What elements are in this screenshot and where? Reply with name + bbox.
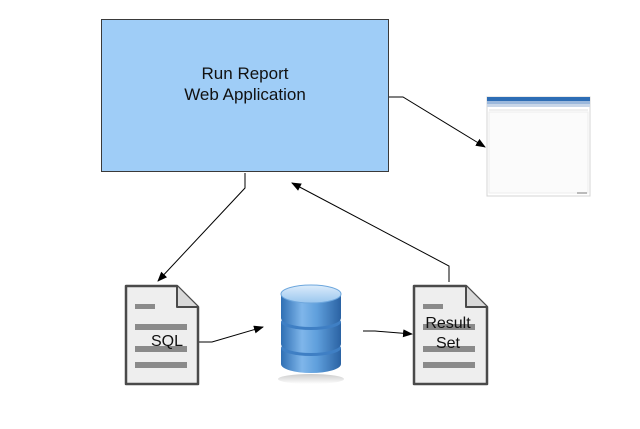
- browser-window-thumbnail: [486, 96, 591, 197]
- arrow-sql-to-database: [198, 325, 264, 343]
- web-application-box: Run Report Web Application: [101, 19, 389, 172]
- result-set-label: Result Set: [416, 314, 480, 354]
- app-box-title-line1: Run Report: [201, 63, 289, 83]
- result-set-label-line2: Set: [435, 335, 460, 352]
- arrow-app-to-browser: [389, 96, 486, 148]
- resultset-document-icon: [412, 284, 489, 386]
- sql-label: SQL: [150, 333, 183, 350]
- app-box-title-line2: Web Application: [184, 84, 306, 104]
- result-set-label-line1: Result: [425, 315, 471, 332]
- arrow-app-to-sql: [157, 173, 246, 282]
- arrow-resultset-to-app: [291, 182, 450, 282]
- arrow-database-to-resultset: [363, 329, 413, 338]
- database-icon: [278, 284, 344, 384]
- sql-document-icon: [124, 284, 200, 386]
